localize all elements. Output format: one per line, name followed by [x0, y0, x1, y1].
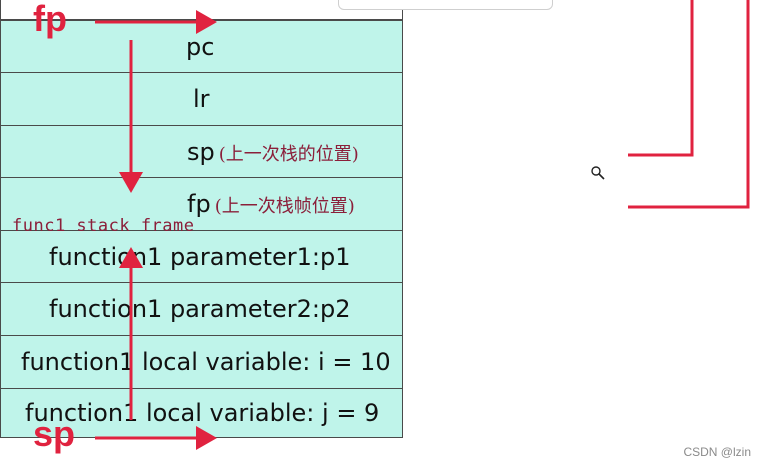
saved-fp-text: fp — [187, 190, 211, 218]
row-saved-sp: sp(上一次栈的位置) — [0, 125, 403, 178]
row-param1-label: function1 parameter1:p1 — [49, 242, 351, 271]
row-param2: function1 parameter2:p2 — [0, 282, 403, 336]
row-local-i: function1 local variable: i = 10 — [0, 335, 403, 389]
row-local-j-label: function1 local variable: j = 9 — [25, 399, 380, 427]
row-saved-sp-label: sp(上一次栈的位置) — [187, 138, 359, 166]
row-local-i-label: function1 local variable: i = 10 — [21, 348, 391, 376]
row-pc-label: pc — [186, 32, 215, 61]
sp-label: sp — [33, 413, 76, 454]
row-lr: lr — [0, 72, 403, 126]
saved-fp-note: (上一次栈帧位置) — [214, 196, 355, 217]
saved-sp-note: (上一次栈的位置) — [218, 143, 359, 165]
row-lr-label: lr — [193, 85, 210, 113]
fp-label: fp — [33, 0, 67, 39]
zoom-cursor-icon — [591, 166, 605, 180]
row-param2-label: function1 parameter2:p2 — [49, 295, 351, 323]
frame-label: func1 stack frame — [12, 216, 195, 236]
top-cell-box — [338, 0, 553, 10]
row-saved-fp-label: fp(上一次栈帧位置) — [187, 190, 355, 218]
watermark: CSDN @lzin — [683, 445, 751, 459]
saved-sp-link — [628, 0, 694, 157]
saved-sp-text: sp — [187, 137, 215, 166]
saved-fp-link — [628, 0, 750, 209]
row-local-j: function1 local variable: j = 9 — [0, 388, 403, 438]
